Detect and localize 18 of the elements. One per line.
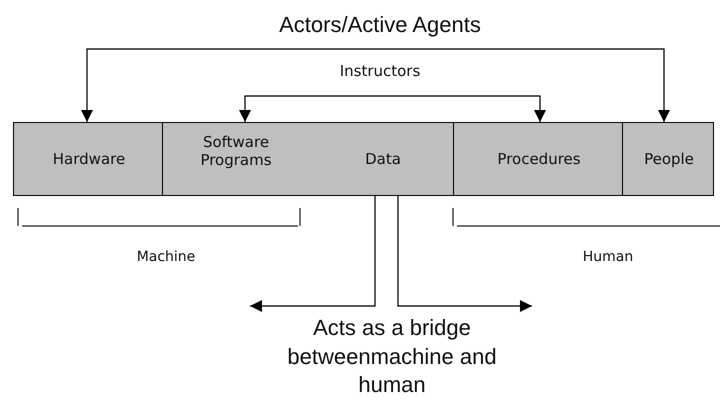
arrow [81, 48, 670, 122]
box-label: People [643, 150, 695, 168]
group-label: Machine [136, 248, 196, 266]
arrow [250, 196, 376, 312]
arrow [239, 95, 546, 122]
box-label: Procedures [496, 150, 582, 168]
segment-box [622, 122, 714, 196]
segment-box [453, 122, 623, 196]
caption-text: Acts as a bridge betweenmachine and human [286, 314, 498, 400]
box-label: Data [364, 150, 402, 168]
arrow [397, 196, 532, 312]
segment-box [13, 122, 163, 196]
group-label: Human [582, 248, 634, 266]
box-label: Hardware [52, 150, 126, 168]
box-label: Software Programs [199, 133, 273, 169]
edge-label: Actors/Active Agents [278, 12, 482, 38]
edge-label: Instructors [338, 62, 422, 80]
segment-box [162, 122, 454, 196]
